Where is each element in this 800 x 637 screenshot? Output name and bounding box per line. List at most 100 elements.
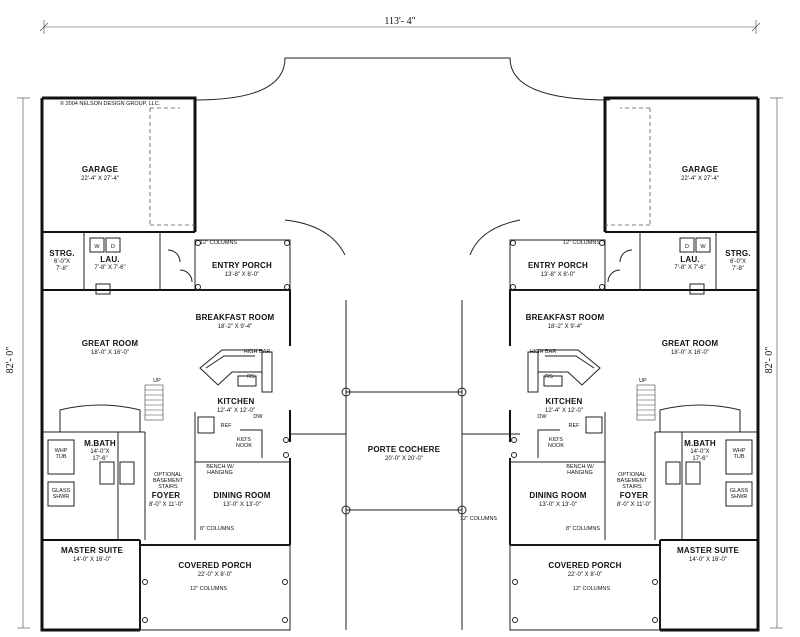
kitchen-size: 12'-4" X 12'-0": [545, 408, 583, 414]
lau-name: LAU.: [100, 255, 119, 264]
porch-columns-label: 12" COLUMNS: [190, 586, 227, 592]
ref-label: REF: [569, 423, 581, 429]
shwr-label: SHWR: [53, 494, 70, 500]
foyer-size: 8'-0" X 11'-0": [617, 502, 651, 508]
porte-cochere-size: 20'-0" X 20'-0": [385, 456, 423, 462]
covered-porch-name: COVERED PORCH: [178, 561, 251, 570]
rs-label: RS: [545, 374, 553, 380]
entry-columns-label: 12" COLUMNS: [563, 240, 600, 246]
dw-label: DW: [253, 414, 263, 420]
porte-cochere-columns: 12" COLUMNS: [460, 516, 497, 522]
entry-porch-size: 13'-8" X 8'-0": [225, 272, 260, 278]
garage-name: GARAGE: [682, 165, 719, 174]
dining-size: 13'-0" X 13'-0": [539, 502, 577, 508]
entry-porch-size: 13'-8" X 8'-0": [541, 272, 576, 278]
bench-label: BENCH W/: [566, 464, 594, 470]
unit-right: GARAGE 22'-4" X 27'-4" STRG. 6'-0"X 7'-8…: [509, 96, 760, 632]
washer-label: W: [700, 244, 706, 250]
garage-size: 22'-4" X 27'-4": [81, 176, 119, 182]
mbath-name: M.BATH: [84, 439, 116, 448]
copyright-text: © 2004 NELSON DESIGN GROUP, LLC.: [60, 100, 161, 107]
left-depth-label: 82'- 0": [5, 347, 16, 374]
dining-name: DINING ROOM: [529, 491, 586, 500]
kids-nook-label: KID'S: [549, 437, 563, 443]
tub-label: TUB: [734, 454, 745, 460]
rs-label: RS: [247, 374, 255, 380]
master-suite-name: MASTER SUITE: [61, 546, 123, 555]
kids-nook-label: KID'S: [237, 437, 251, 443]
entry-columns-label: 12" COLUMNS: [200, 240, 237, 246]
dryer-label: D: [685, 244, 689, 250]
great-room-size: 18'-0" X 16'-0": [91, 350, 129, 356]
garage-name: GARAGE: [82, 165, 119, 174]
unit-left: GARAGE 22'-4" X 27'-4" STRG. 6'-0"X 7'-8…: [40, 96, 291, 632]
breakfast-name: BREAKFAST ROOM: [526, 313, 605, 322]
mbath-size2: 17'-6": [692, 456, 707, 462]
tub-label: TUB: [56, 454, 67, 460]
bench-label-2: HANGING: [567, 470, 593, 476]
optional-label-3: STAIRS: [158, 484, 178, 490]
glass-label: GLASS: [730, 488, 749, 494]
kitchen-name: KITCHEN: [218, 397, 255, 406]
bench-label-2: HANGING: [207, 470, 233, 476]
strg-name: STRG.: [725, 249, 750, 258]
kitchen-size: 12'-4" X 12'-0": [217, 408, 255, 414]
dining-size: 13'-0" X 13'-0": [223, 502, 261, 508]
right-depth-dimension: 82'- 0": [764, 97, 783, 629]
glass-label: GLASS: [52, 488, 71, 494]
master-suite-size: 14'-0" X 16'-0": [73, 557, 111, 563]
driveway-curve-right: [469, 219, 521, 256]
whp-label: WHP: [55, 448, 68, 454]
lau-size: 7'-8" X 7'-6": [674, 265, 705, 271]
shwr-label: SHWR: [731, 494, 748, 500]
porte-cochere: PORTE COCHERE 20'-0" X 20'-0" 12" COLUMN…: [290, 300, 520, 630]
strg-size2: 7'-8": [56, 266, 68, 272]
dryer-label: D: [111, 244, 115, 250]
driveway-outline: [194, 57, 611, 101]
strg-size: 6'-0"X: [730, 259, 746, 265]
porch-columns-label: 12" COLUMNS: [573, 586, 610, 592]
foyer-name: FOYER: [620, 491, 649, 500]
optional-label-2: BASEMENT: [153, 478, 184, 484]
entry-porch-name: ENTRY PORCH: [212, 261, 272, 270]
dining-name: DINING ROOM: [213, 491, 270, 500]
kids-nook-label-2: NOOK: [236, 443, 253, 449]
optional-label-3: STAIRS: [622, 484, 642, 490]
great-room-name: GREAT ROOM: [82, 339, 139, 348]
great-room-size: 18'-0" X 16'-0": [671, 350, 709, 356]
covered-porch-size: 22'-0" X 8'-0": [198, 572, 233, 578]
entry-porch-name: ENTRY PORCH: [528, 261, 588, 270]
master-suite-name: MASTER SUITE: [677, 546, 739, 555]
right-depth-label: 82'- 0": [764, 347, 775, 374]
lau-name: LAU.: [680, 255, 699, 264]
optional-label-2: BASEMENT: [617, 478, 648, 484]
breakfast-size: 18'-2" X 9'-4": [218, 324, 253, 330]
dining-columns-label: 8" COLUMNS: [566, 526, 600, 532]
breakfast-name: BREAKFAST ROOM: [196, 313, 275, 322]
kids-nook-label-2: NOOK: [548, 443, 565, 449]
strg-size: 6'-0"X: [54, 259, 70, 265]
great-room-name: GREAT ROOM: [662, 339, 719, 348]
left-depth-dimension: 82'- 0": [5, 97, 30, 629]
overall-width-label: 113'- 4": [384, 16, 415, 27]
ref-label: REF: [221, 423, 233, 429]
mbath-size2: 17'-6": [92, 456, 107, 462]
breakfast-size: 18'-2" X 9'-4": [548, 324, 583, 330]
lau-size: 7'-8" X 7'-6": [94, 265, 125, 271]
optional-label: OPTIONAL: [618, 472, 646, 478]
master-suite-size: 14'-0" X 16'-0": [689, 557, 727, 563]
overall-width-dimension: 113'- 4": [39, 16, 761, 34]
kitchen-name: KITCHEN: [546, 397, 583, 406]
optional-label: OPTIONAL: [154, 472, 182, 478]
whp-label: WHP: [733, 448, 746, 454]
mbath-size: 14'-0"X: [690, 449, 709, 455]
foyer-name: FOYER: [152, 491, 181, 500]
high-bar-label: HIGH BAR: [530, 349, 557, 355]
porte-cochere-name: PORTE COCHERE: [368, 445, 441, 454]
driveway-curve-left: [284, 219, 346, 256]
dining-columns-label: 8" COLUMNS: [200, 526, 234, 532]
covered-porch-size: 22'-0" X 8'-0": [568, 572, 603, 578]
garage-size: 22'-4" X 27'-4": [681, 176, 719, 182]
mbath-name: M.BATH: [684, 439, 716, 448]
